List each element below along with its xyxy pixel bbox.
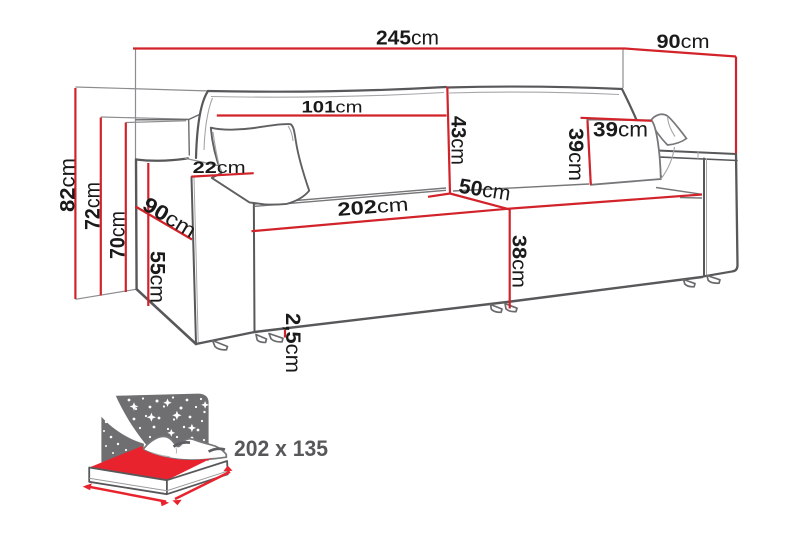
svg-text:43cm: 43cm [447,116,470,165]
svg-text:39cm: 39cm [593,119,648,142]
svg-text:38cm: 38cm [508,235,530,288]
svg-text:245cm: 245cm [376,27,439,49]
svg-text:55cm: 55cm [146,251,169,303]
svg-text:82cm: 82cm [57,158,80,212]
svg-text:72cm: 72cm [82,182,105,230]
svg-text:202 x 135: 202 x 135 [234,436,328,461]
svg-text:2,5cm: 2,5cm [281,313,304,373]
svg-text:70cm: 70cm [107,211,130,259]
svg-text:50cm: 50cm [457,175,512,206]
svg-text:90cm: 90cm [657,32,710,53]
svg-text:39cm: 39cm [564,128,587,181]
